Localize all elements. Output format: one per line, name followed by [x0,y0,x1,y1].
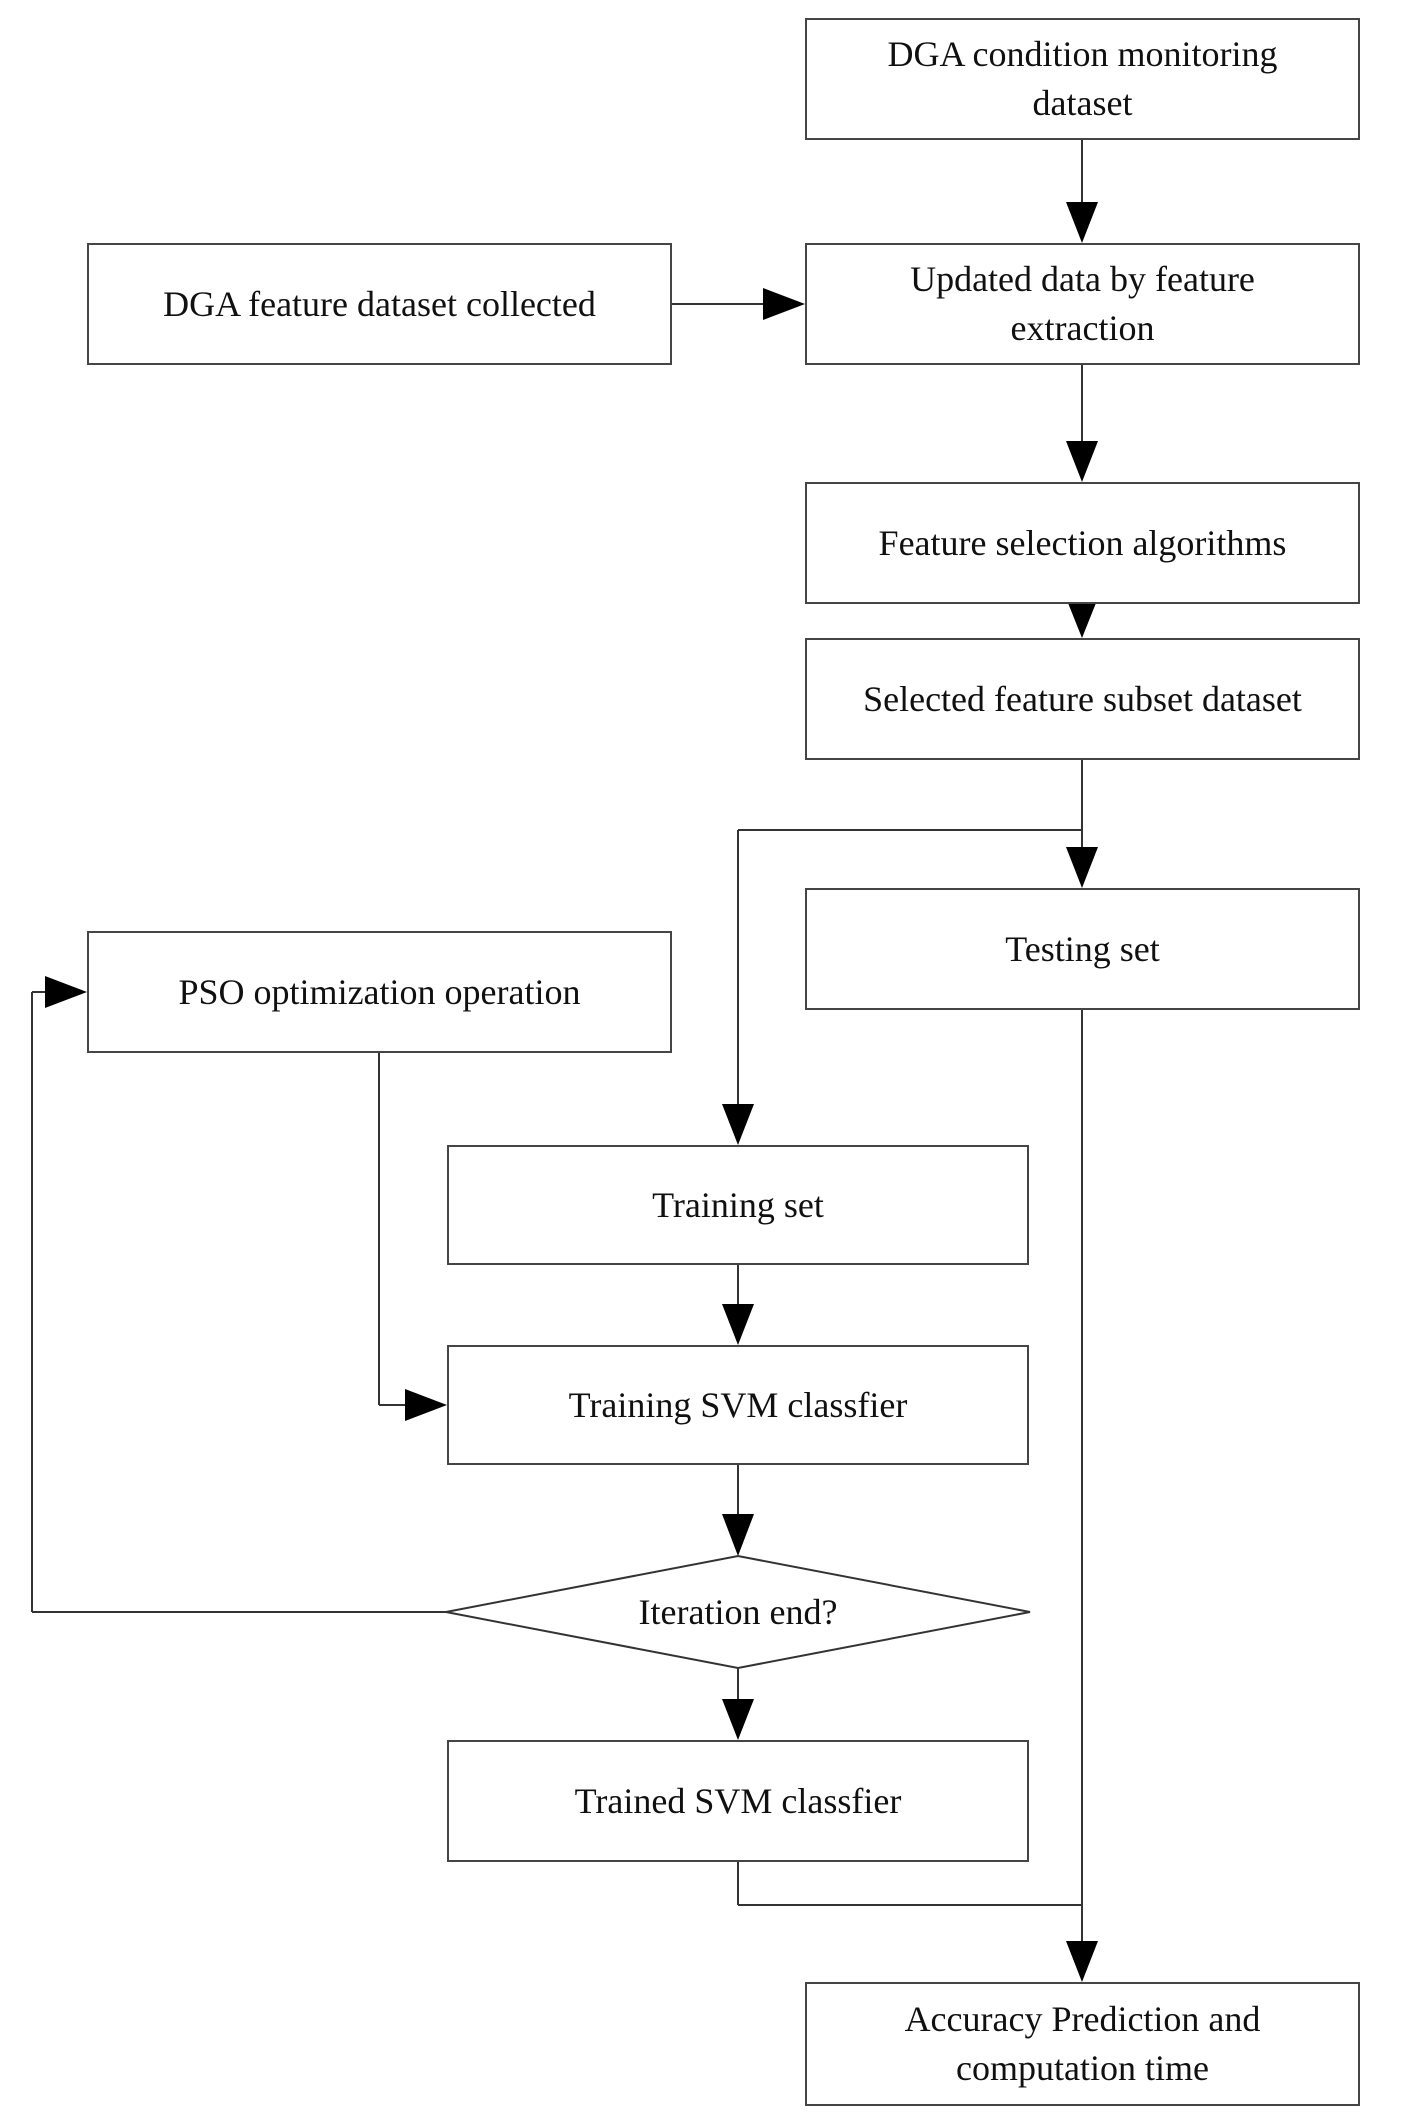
node-training-svm: Training SVM classfier [447,1345,1029,1465]
node-testing-set: Testing set [805,888,1360,1010]
edge-pso-to-training-svm [378,1053,447,1421]
edge-trained-svm-to-accuracy [737,1862,1083,1906]
node-pso-optimization: PSO optimization operation [87,931,672,1053]
edge-dga-condition-to-updated-data [1066,140,1098,243]
edge-dga-feature-to-updated-data [672,288,805,320]
edge-selected-subset-to-testing-set [1066,760,1098,888]
node-training-set: Training set [447,1145,1029,1265]
node-selected-subset: Selected feature subset dataset [805,638,1360,760]
node-feature-selection: Feature selection algorithms [805,482,1360,604]
edge-training-set-to-training-svm [722,1265,754,1345]
node-trained-svm: Trained SVM classfier [447,1740,1029,1862]
node-dga-condition-monitoring: DGA condition monitoring dataset [805,18,1360,140]
edge-feature-selection-to-selected-subset [1066,598,1098,638]
edge-testing-set-to-accuracy [1066,1010,1098,1982]
edge-iteration-end-to-pso [31,976,446,1613]
edge-training-svm-to-iteration-end [722,1465,754,1556]
decision-diamond-shape [445,1554,1031,1670]
node-updated-data: Updated data by feature extraction [805,243,1360,365]
node-iteration-end: Iteration end? [638,1591,838,1632]
edge-iteration-end-to-trained-svm [722,1668,754,1740]
edge-updated-data-to-feature-selection [1066,365,1098,482]
edge-selected-subset-to-training-set [722,829,1082,1145]
node-dga-feature-collected: DGA feature dataset collected [87,243,672,365]
node-accuracy-prediction: Accuracy Prediction and computation time [805,1982,1360,2106]
